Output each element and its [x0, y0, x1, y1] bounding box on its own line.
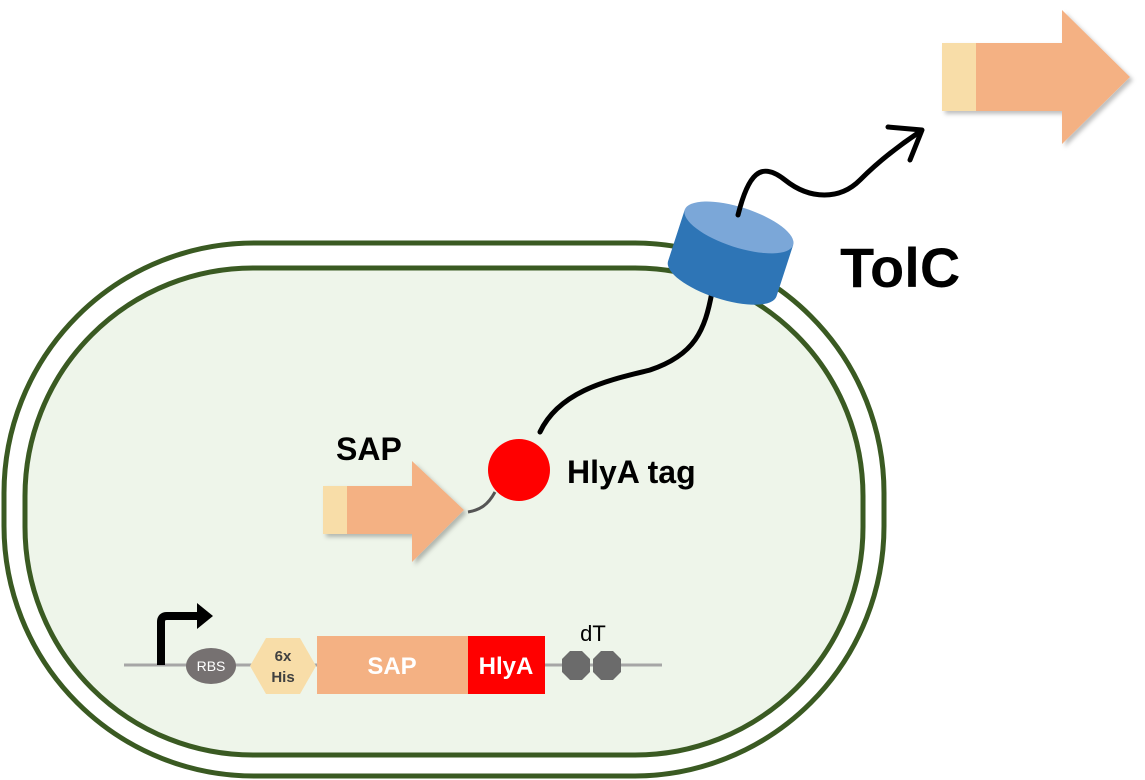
promoter-arrow: [157, 612, 200, 665]
secretion-arrow-line: [735, 130, 921, 218]
sap-gene: [317, 636, 469, 694]
export-path-line: [537, 289, 715, 435]
secreted-sap-protein: [942, 10, 1130, 144]
genetic-construct: RBS 6x His SAP HlyA dT: [124, 603, 662, 694]
tolc-label: TolC: [840, 236, 960, 299]
hlya-gene: [468, 636, 545, 694]
hlya-gene-label: HlyA: [479, 653, 534, 680]
promoter-arrow-head: [197, 603, 213, 629]
his-tag-hexagon: [250, 638, 316, 694]
sap-arrow: [347, 461, 464, 562]
sap-gene-label: SAP: [367, 653, 416, 680]
hlya-tag-label: HlyA tag: [567, 454, 696, 490]
secreted-his-tag: [942, 43, 978, 111]
his-tag-label-line1: 6x: [275, 648, 292, 665]
his-tag: [323, 486, 350, 534]
tolc-body: [667, 209, 794, 305]
terminator-octagon-1: [562, 651, 590, 680]
terminator-octagon-2: [593, 651, 621, 680]
his-tag-label-line2: His: [271, 669, 294, 686]
rbs-oval: [186, 648, 236, 684]
sap-label: SAP: [336, 431, 402, 467]
linker: [467, 491, 497, 514]
tolc-top: [684, 201, 794, 254]
tolc-channel: [667, 201, 794, 305]
secretion-arrow-head: [885, 124, 925, 163]
terminator-label: dT: [580, 621, 606, 646]
rbs-label: RBS: [197, 658, 226, 674]
hlya-tag-circle: [488, 439, 550, 501]
intracellular-sap-protein: [323, 461, 464, 562]
secreted-sap-arrow: [976, 10, 1130, 144]
